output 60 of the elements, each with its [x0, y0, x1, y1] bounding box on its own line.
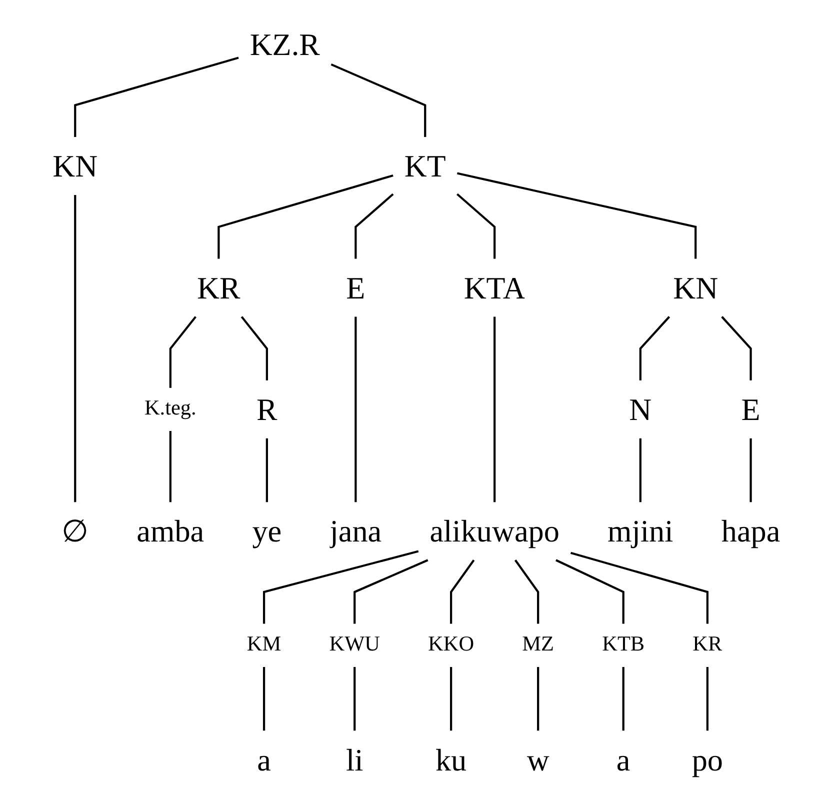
connector	[262, 666, 265, 731]
connector	[74, 195, 76, 502]
node-text: jana	[329, 513, 382, 549]
node-text: KTA	[463, 270, 525, 306]
connector	[570, 552, 708, 624]
connector	[536, 666, 539, 731]
node-text: ye	[252, 513, 282, 549]
node-text: KN	[52, 148, 98, 184]
connector	[450, 560, 474, 624]
node-text: a	[256, 742, 271, 778]
node-text: KWU	[328, 634, 380, 656]
node-text: w	[526, 742, 549, 778]
connector	[514, 560, 539, 624]
connector	[168, 431, 172, 502]
node-text: KZ.R	[249, 26, 320, 62]
node-text: K.teg.	[144, 398, 196, 420]
connector	[555, 559, 624, 624]
node-text: hapa	[720, 513, 780, 549]
node-text: li	[346, 742, 363, 778]
node-text: R	[256, 392, 277, 428]
connector	[262, 550, 418, 624]
node-text: KR	[692, 634, 722, 656]
connector	[74, 56, 238, 138]
node-text: amba	[136, 513, 204, 549]
node-text: E	[346, 270, 365, 306]
connector	[622, 666, 624, 731]
node-text: po	[691, 742, 723, 778]
node-text: a	[616, 742, 630, 778]
connector	[168, 316, 196, 388]
connector	[450, 666, 452, 731]
connector	[706, 666, 708, 731]
connector	[456, 193, 496, 259]
node-text: E	[740, 392, 760, 428]
tree-diagram: KZ.R KN KT KR E KTA KN K.teg. R N E ∅ amba ye jana alikuwapo mjini hapa KM KWU KKO MZ KTB KR a li ku w a po	[30, 4, 802, 800]
connector	[493, 316, 496, 502]
connector	[265, 438, 268, 502]
connector	[638, 316, 670, 380]
node-text: mjini	[607, 513, 673, 549]
node-text: KN	[672, 270, 718, 306]
connector	[354, 193, 394, 259]
connector	[330, 63, 426, 138]
node-text: ku	[435, 742, 466, 778]
node-text: KT	[404, 148, 446, 184]
connector	[638, 438, 642, 502]
connector	[217, 174, 393, 259]
node-text: MZ	[522, 634, 554, 656]
node-text: N	[628, 392, 652, 428]
connector	[456, 172, 696, 259]
node-text: ∅	[61, 513, 88, 549]
connector	[353, 666, 356, 731]
connector	[720, 316, 752, 380]
node-text: alikuwapo	[429, 513, 560, 549]
connector	[749, 438, 752, 502]
node-text: KM	[246, 634, 281, 656]
connector	[240, 316, 268, 380]
node-text: KR	[196, 270, 240, 306]
node-text: KTB	[602, 634, 644, 656]
connector	[353, 559, 428, 624]
node-text: KKO	[428, 634, 474, 656]
connector	[354, 316, 356, 502]
